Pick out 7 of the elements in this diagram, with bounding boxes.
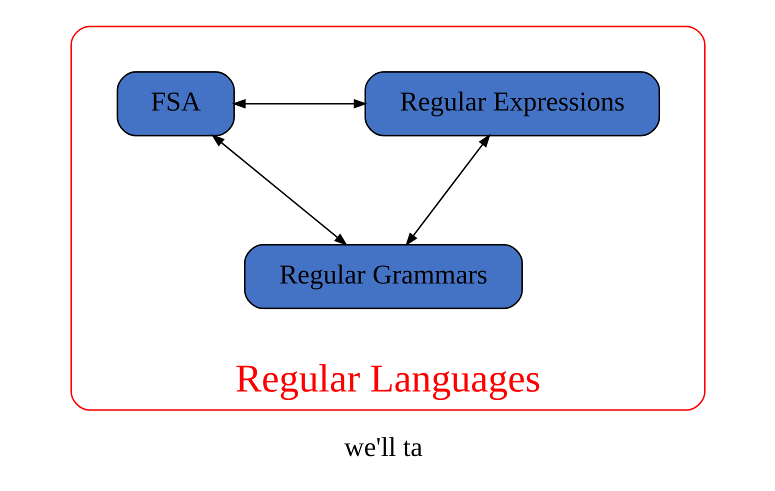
node-box: FSA bbox=[116, 71, 234, 136]
node-box: Regular Grammars bbox=[244, 244, 522, 310]
arrow bbox=[210, 134, 348, 246]
label: we'll ta bbox=[344, 432, 422, 462]
node-box: Regular Expressions bbox=[364, 71, 660, 136]
arrow bbox=[404, 134, 490, 246]
arrow bbox=[231, 98, 367, 109]
